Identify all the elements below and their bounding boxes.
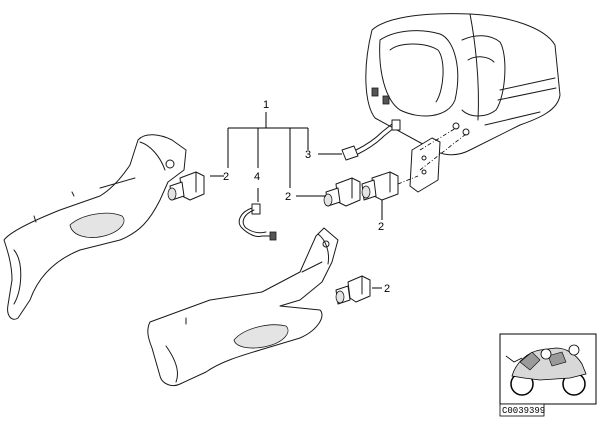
lower-side-panel xyxy=(147,227,339,387)
leader-lines xyxy=(210,112,383,289)
mounting-bracket xyxy=(409,127,467,193)
connector-cable xyxy=(341,119,401,161)
lock-cylinder-lower xyxy=(335,275,371,305)
callout-2-left: 2 xyxy=(223,171,229,183)
callout-2-right: 2 xyxy=(378,221,384,233)
lock-cylinder-left xyxy=(167,171,205,201)
callout-2-lower: 2 xyxy=(384,283,390,295)
upper-side-panel xyxy=(3,134,187,320)
lock-cylinder-right xyxy=(361,171,419,201)
wire-harness xyxy=(238,203,277,241)
callout-4: 4 xyxy=(254,171,260,183)
reference-code: C0039399 xyxy=(502,406,545,416)
lock-cylinder-center xyxy=(323,177,361,207)
callout-3: 3 xyxy=(305,149,311,161)
callout-2-center: 2 xyxy=(285,191,291,203)
motorcycle-thumbnail xyxy=(499,333,597,405)
top-case xyxy=(365,13,561,156)
callout-1: 1 xyxy=(263,99,269,111)
